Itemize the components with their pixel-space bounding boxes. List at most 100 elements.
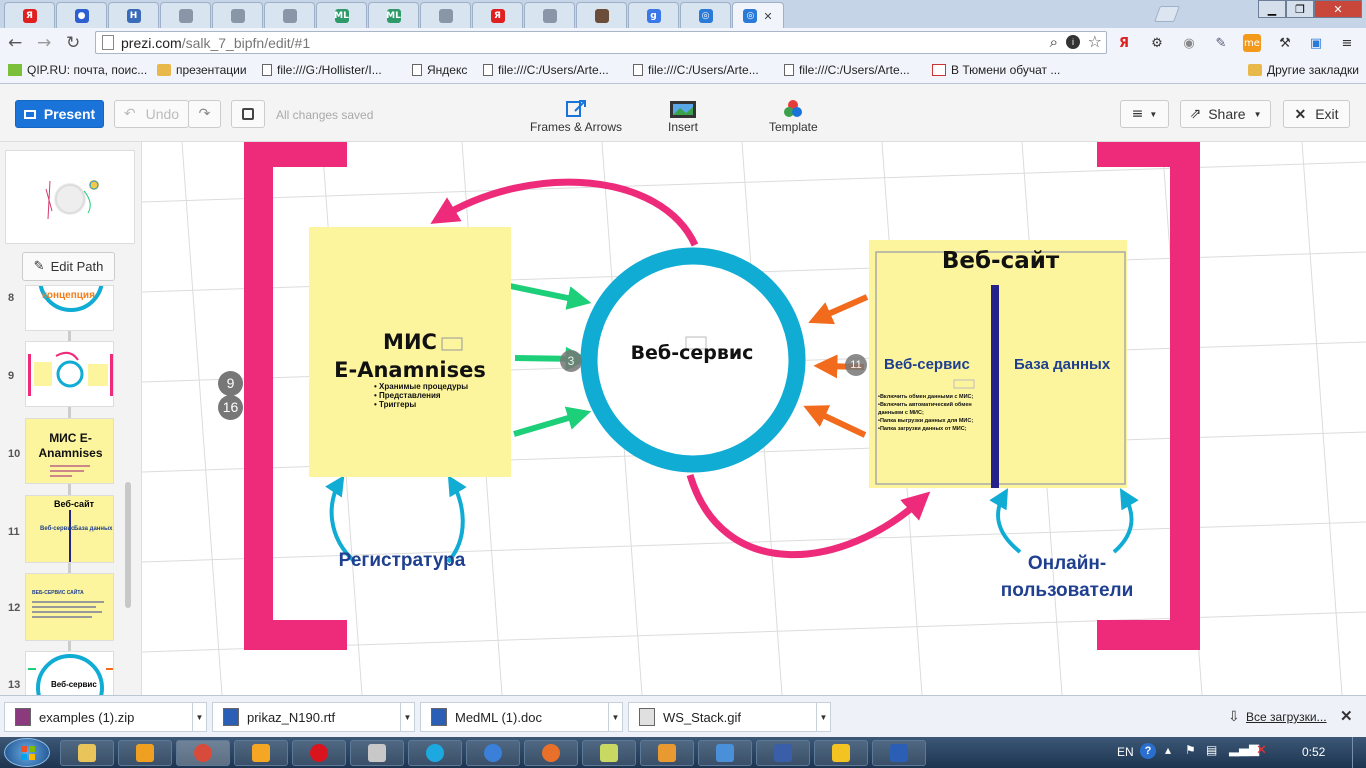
online-users-label[interactable]: Онлайн- пользователи bbox=[977, 550, 1157, 604]
taskbar-item[interactable] bbox=[524, 740, 578, 766]
speaker-muted-icon[interactable]: ✕ bbox=[1256, 743, 1267, 758]
slide-thumb-11[interactable]: Веб-сайт Веб-сервис База данных bbox=[25, 495, 114, 563]
bookmark-item[interactable]: file:///G:/Hollister/I... bbox=[262, 63, 382, 77]
overview-thumbnail[interactable] bbox=[5, 150, 135, 244]
browser-tab[interactable] bbox=[264, 2, 315, 28]
browser-tab[interactable]: Я bbox=[4, 2, 55, 28]
site-col-database[interactable]: База данных bbox=[1014, 356, 1111, 373]
signal-icon[interactable]: ▂▄▆ bbox=[1229, 742, 1259, 757]
taskbar-item[interactable] bbox=[408, 740, 462, 766]
info-icon[interactable]: i bbox=[1066, 35, 1080, 49]
frames-arrows-tool[interactable]: Frames & Arrows bbox=[530, 98, 622, 134]
zoom-icon[interactable]: ⌕ bbox=[1049, 33, 1058, 51]
taskbar-item[interactable] bbox=[698, 740, 752, 766]
close-window-button[interactable]: ✕ bbox=[1314, 0, 1362, 18]
other-bookmarks[interactable]: Другие закладки bbox=[1248, 63, 1359, 77]
slide-thumb-9[interactable] bbox=[25, 341, 114, 407]
new-tab-button[interactable] bbox=[1154, 6, 1180, 22]
exit-button[interactable]: ✕ Exit bbox=[1283, 100, 1350, 128]
browser-tab[interactable]: Я bbox=[472, 2, 523, 28]
sidebar-scrollbar[interactable] bbox=[125, 482, 131, 608]
bookmark-item[interactable]: QIP.RU: почта, поис... bbox=[8, 63, 147, 77]
present-button[interactable]: Present bbox=[15, 100, 104, 128]
download-menu-icon[interactable]: ▼ bbox=[816, 703, 830, 731]
taskbar-item[interactable] bbox=[640, 740, 694, 766]
undo-button[interactable]: ↶ Undo bbox=[114, 100, 189, 128]
taskbar-item[interactable] bbox=[582, 740, 636, 766]
slide-thumb-13[interactable]: Веб-сервис bbox=[25, 651, 114, 695]
yandex-ext-icon[interactable]: Я bbox=[1118, 35, 1129, 51]
me-ext-icon[interactable]: me bbox=[1243, 34, 1261, 52]
bookmark-item[interactable]: презентации bbox=[157, 63, 247, 77]
help-icon[interactable]: ? bbox=[1140, 743, 1156, 759]
close-downloads-icon[interactable]: ✕ bbox=[1340, 708, 1353, 725]
bookmark-item[interactable]: В Тюмени обучат ... bbox=[932, 63, 1060, 77]
bookmark-item[interactable]: file:///C:/Users/Arte... bbox=[483, 63, 609, 77]
all-downloads-link[interactable]: Все загрузки... bbox=[1246, 710, 1327, 724]
s-ext-icon[interactable]: ▣ bbox=[1309, 35, 1323, 51]
prezi-canvas[interactable]: МИС E-Anamnises • Хранимые процедуры • П… bbox=[142, 142, 1366, 695]
browser-tab[interactable]: ● bbox=[56, 2, 107, 28]
bookmark-item[interactable]: file:///C:/Users/Arte... bbox=[784, 63, 910, 77]
show-desktop-button[interactable] bbox=[1352, 737, 1366, 768]
edit-path-button[interactable]: ✎ Edit Path bbox=[22, 252, 115, 281]
flag-icon[interactable]: ⚑ bbox=[1185, 743, 1196, 757]
back-icon[interactable]: ← bbox=[8, 33, 23, 53]
slide-thumb-12[interactable]: ВЕБ-СЕРВИС САЙТА bbox=[25, 573, 114, 641]
taskbar-item[interactable] bbox=[176, 740, 230, 766]
language-indicator[interactable]: EN bbox=[1117, 745, 1134, 759]
menu-button[interactable]: ≡▼ bbox=[1120, 100, 1169, 128]
redo-button[interactable]: ↷ bbox=[188, 100, 221, 128]
browser-tab[interactable] bbox=[576, 2, 627, 28]
center-label[interactable]: Веб-сервис bbox=[630, 342, 754, 364]
site-title[interactable]: Веб-сайт bbox=[941, 248, 1060, 274]
site-col-webservice[interactable]: Веб-сервис bbox=[884, 356, 970, 373]
save-button[interactable] bbox=[231, 100, 265, 128]
taskbar-item[interactable] bbox=[118, 740, 172, 766]
share-button[interactable]: ⇗ Share ▼ bbox=[1180, 100, 1271, 128]
path-step-badge[interactable]: 9 bbox=[218, 371, 243, 396]
browser-tab[interactable]: ◎ bbox=[680, 2, 731, 28]
taskbar-item[interactable] bbox=[234, 740, 288, 766]
device-icon[interactable]: ▤ bbox=[1206, 743, 1218, 757]
mis-bullets[interactable]: • Хранимые процедуры • Представления • Т… bbox=[374, 382, 469, 409]
taskbar-item[interactable] bbox=[292, 740, 346, 766]
start-button[interactable] bbox=[4, 738, 50, 767]
path-step-badge[interactable]: 16 bbox=[218, 395, 243, 420]
browser-tab[interactable]: H bbox=[108, 2, 159, 28]
taskbar-item[interactable] bbox=[350, 740, 404, 766]
reload-icon[interactable]: ↻ bbox=[66, 33, 81, 53]
browser-tab[interactable] bbox=[160, 2, 211, 28]
browser-tab[interactable]: ◎✕ bbox=[732, 2, 784, 28]
download-item[interactable]: prikaz_N190.rtf▼ bbox=[212, 702, 415, 732]
browser-tab[interactable] bbox=[212, 2, 263, 28]
download-item[interactable]: MedML (1).doc▼ bbox=[420, 702, 623, 732]
path-step-badge[interactable]: 3 bbox=[560, 350, 582, 372]
browser-tab[interactable]: ML bbox=[316, 2, 367, 28]
minimize-button[interactable]: ▁ bbox=[1258, 0, 1286, 18]
gear-ext-icon[interactable]: ⚙ bbox=[1151, 35, 1163, 51]
browser-tab[interactable] bbox=[524, 2, 575, 28]
browser-tab[interactable] bbox=[420, 2, 471, 28]
site-bullets[interactable]: •Включить обмен данными с МИС; •Включить… bbox=[878, 394, 974, 432]
globe-ext-icon[interactable]: ◉ bbox=[1183, 35, 1195, 51]
maximize-button[interactable]: ❐ bbox=[1286, 0, 1314, 18]
clock[interactable]: 0:52 bbox=[1302, 745, 1326, 759]
tray-expand-icon[interactable]: ▴ bbox=[1165, 743, 1172, 757]
menu-icon[interactable]: ≡ bbox=[1341, 35, 1353, 51]
mis-title[interactable]: МИС E-Anamnises bbox=[309, 328, 511, 384]
star-icon[interactable]: ☆ bbox=[1087, 32, 1102, 51]
download-menu-icon[interactable]: ▼ bbox=[608, 703, 622, 731]
download-item[interactable]: WS_Stack.gif▼ bbox=[628, 702, 831, 732]
path-step-badge[interactable]: 11 bbox=[845, 354, 867, 376]
bookmark-item[interactable]: Яндекс bbox=[412, 63, 467, 77]
slide-thumb-10[interactable]: МИС E-Anamnises bbox=[25, 418, 114, 484]
browser-tab[interactable]: g bbox=[628, 2, 679, 28]
download-item[interactable]: examples (1).zip▼ bbox=[4, 702, 207, 732]
registry-label[interactable]: Регистратура bbox=[338, 550, 466, 571]
download-menu-icon[interactable]: ▼ bbox=[192, 703, 206, 731]
address-bar[interactable]: prezi.com/salk_7_bipfn/edit/#1 ⌕ i ☆ bbox=[95, 31, 1107, 54]
download-menu-icon[interactable]: ▼ bbox=[400, 703, 414, 731]
taskbar-item[interactable] bbox=[814, 740, 868, 766]
taskbar-item[interactable] bbox=[756, 740, 810, 766]
